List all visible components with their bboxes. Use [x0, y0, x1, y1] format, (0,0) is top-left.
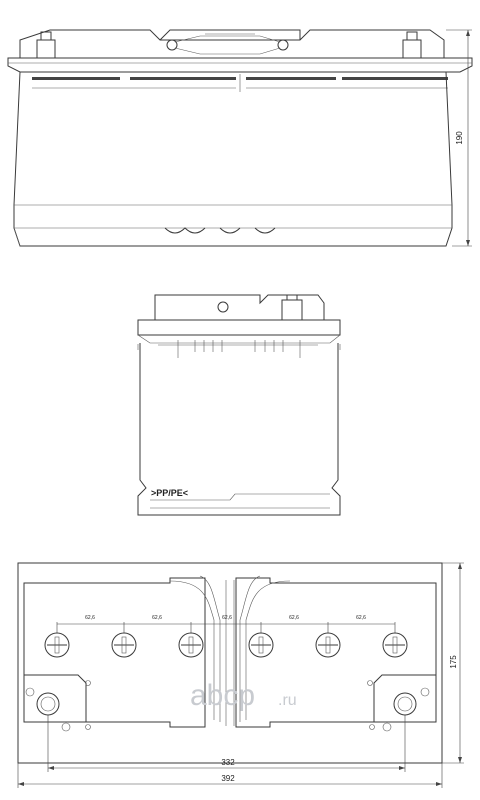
height-dimension: 190: [446, 29, 472, 247]
width-label: 175: [449, 655, 458, 669]
overall-length-dimension: 392: [17, 763, 443, 788]
cell-cap-6: [382, 632, 408, 658]
vent-ticks: [137, 340, 341, 358]
vent-strips: [32, 74, 448, 92]
right-terminal: [402, 31, 422, 59]
watermark-text: abcp: [190, 679, 255, 712]
side-view: >PP/PE<: [137, 294, 341, 516]
left-terminal: [36, 31, 56, 59]
watermark: abcp .ru: [190, 679, 297, 712]
height-label: 190: [455, 131, 464, 145]
front-view: 190: [7, 29, 473, 247]
cell-cap-4: [248, 632, 274, 658]
inner-length-label: 332: [221, 758, 235, 767]
top-view: 62,6 62,6 62,6 62,6 62,6 175 332: [17, 562, 464, 788]
width-dimension: 175: [442, 562, 464, 764]
cell-cap-1: [44, 632, 70, 658]
watermark-suffix: .ru: [278, 692, 297, 709]
pitch-label-5: 62,6: [356, 615, 366, 621]
cell-cap-5: [315, 632, 341, 658]
cell-cap-2: [111, 632, 137, 658]
material-mark: >PP/PE<: [151, 488, 188, 498]
pitch-label-2: 62,6: [152, 615, 162, 621]
pitch-label-3: 62,6: [222, 615, 232, 621]
inner-length-dimension: 332: [47, 715, 406, 772]
overall-length-label: 392: [221, 774, 235, 783]
pitch-dimensions: 62,6 62,6 62,6 62,6 62,6: [56, 615, 396, 633]
handle-boss: [159, 29, 301, 55]
cell-cap-3: [178, 632, 204, 658]
handle-channel: [169, 575, 291, 726]
pitch-label-1: 62,6: [85, 615, 95, 621]
pitch-label-4: 62,6: [289, 615, 299, 621]
